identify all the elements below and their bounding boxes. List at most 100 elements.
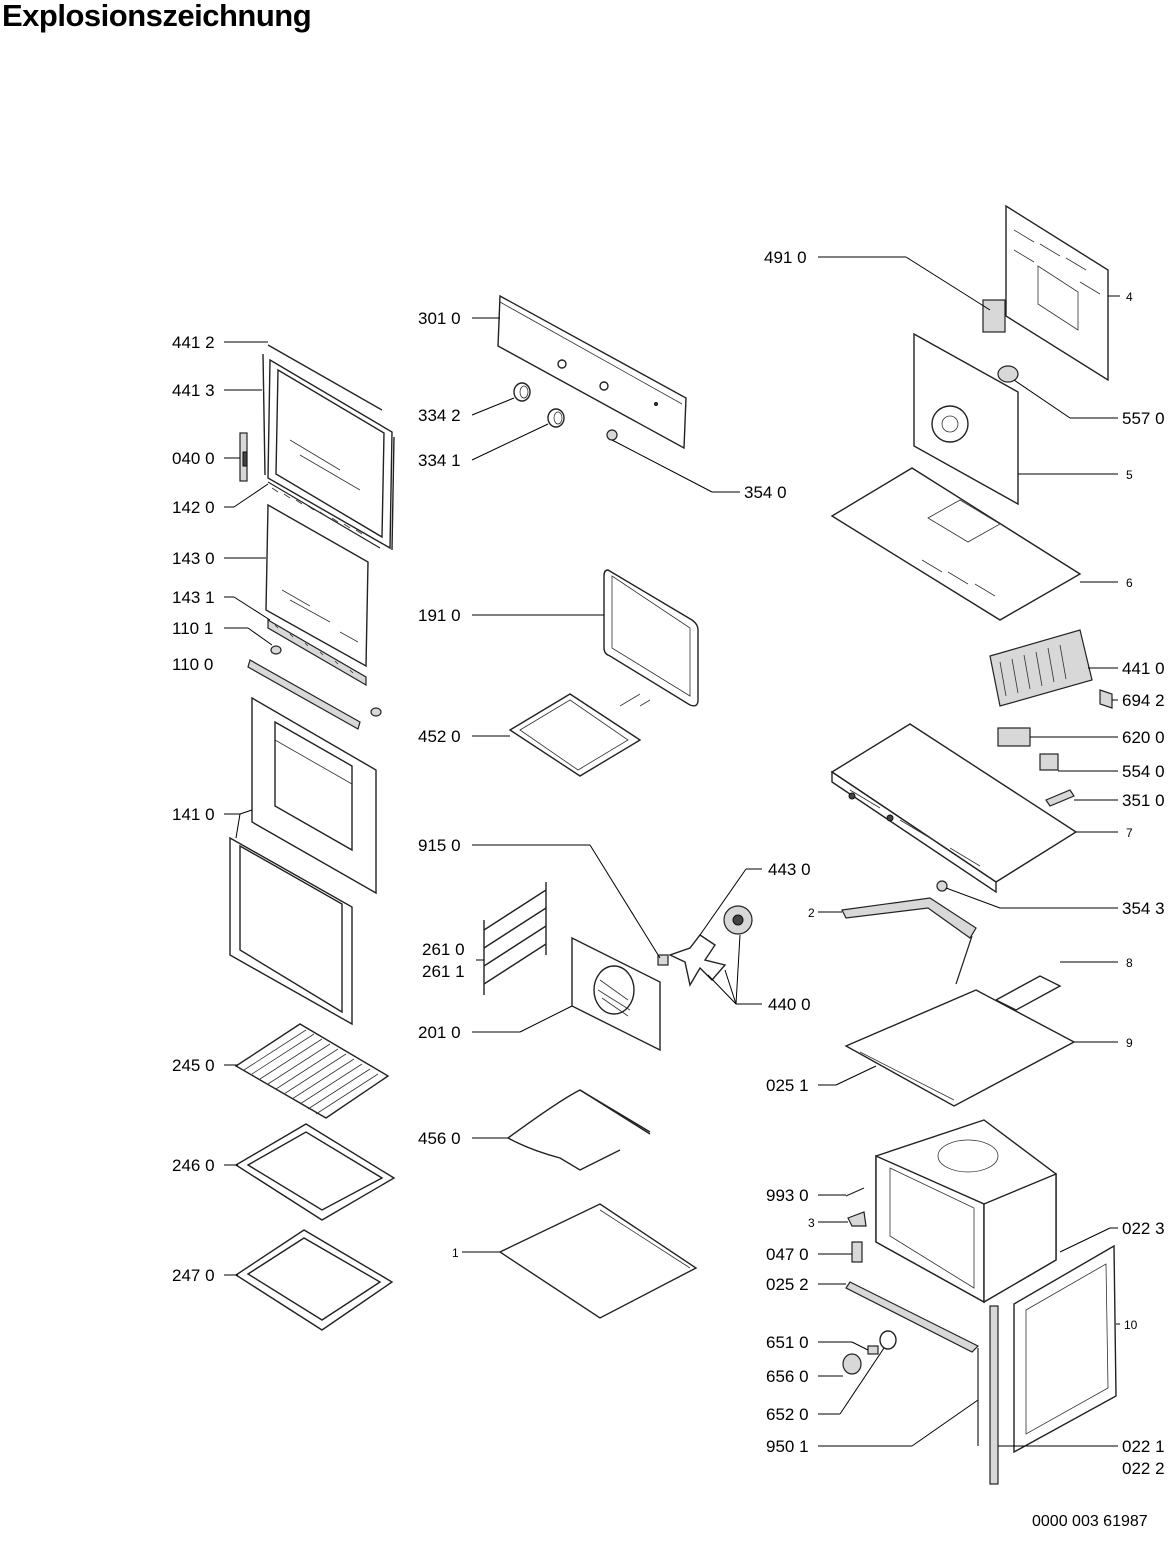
outer-door-glass: [229, 696, 377, 1026]
label-441-2: 441 2: [172, 333, 215, 352]
oven-cavity: [875, 1119, 1057, 1304]
label-452-0: 452 0: [418, 727, 461, 746]
label-246-0: 246 0: [172, 1156, 215, 1175]
door-handle-bar: [247, 659, 361, 730]
bottom-rail: [845, 1281, 980, 1353]
label-1: 1: [452, 1246, 459, 1260]
label-9: 9: [1126, 1036, 1133, 1050]
label-652-0: 652 0: [766, 1405, 809, 1424]
right-parts: [830, 204, 1117, 1485]
label-261-1: 261 1: [422, 962, 465, 981]
oven-knob: [842, 1353, 862, 1375]
label-143-1: 143 1: [172, 588, 215, 607]
control-panel: [497, 294, 687, 450]
fan-nut: [657, 954, 669, 966]
top-cover: [830, 467, 1082, 621]
label-6: 6: [1126, 576, 1133, 590]
leader-lines-right: [818, 256, 1120, 1447]
label-191-0: 191 0: [418, 606, 461, 625]
side-rail: [841, 897, 977, 939]
label-10: 10: [1124, 1318, 1138, 1332]
lamp-holder: [1039, 753, 1059, 771]
upper-heating-element: [508, 693, 651, 777]
label-5: 5: [1126, 468, 1133, 482]
fan-wheel: [668, 934, 727, 987]
label-022-3: 022 3: [1122, 1219, 1165, 1238]
label-993-0: 993 0: [766, 1186, 809, 1205]
fan-motor: [723, 905, 753, 935]
leader-lines-middle: [462, 317, 762, 1253]
label-554-0: 554 0: [1122, 762, 1165, 781]
base-plate: [844, 989, 1076, 1107]
knob-bezel: [879, 1330, 897, 1350]
label-143-0: 143 0: [172, 549, 215, 568]
door-top-trim: [267, 344, 383, 411]
door-switch: [851, 1241, 863, 1263]
label-441-0: 441 0: [1122, 659, 1165, 678]
label-651-0: 651 0: [766, 1333, 809, 1352]
bottom-cover-plate: [498, 1203, 698, 1319]
label-441-3: 441 3: [172, 381, 215, 400]
knob-ring-upper: [513, 382, 531, 402]
baking-tray: [234, 1123, 396, 1221]
clip: [847, 1211, 867, 1227]
lower-heating-element: [507, 1089, 651, 1171]
label-110-1: 110 1: [172, 619, 213, 638]
label-440-0: 440 0: [768, 995, 811, 1014]
rear-cover: [1005, 204, 1109, 382]
control-housing: [830, 723, 1078, 894]
side-racks: [483, 882, 547, 995]
knob-spindle: [867, 1345, 879, 1355]
label-040-0: 040 0: [172, 449, 215, 468]
label-247-0: 247 0: [172, 1266, 215, 1285]
label-656-0: 656 0: [766, 1367, 809, 1386]
glass-holder: [267, 618, 367, 687]
inner-door-frame: [267, 358, 395, 551]
front-frame: [1013, 1244, 1117, 1454]
label-2: 2: [808, 906, 815, 920]
leader-lines-left: [224, 341, 273, 1276]
label-201-0: 201 0: [418, 1023, 461, 1042]
door-assembly: [229, 344, 396, 1331]
deep-tray: [234, 1229, 394, 1331]
label-261-0: 261 0: [422, 940, 465, 959]
rear-wall: [913, 332, 1019, 506]
label-301-0: 301 0: [418, 309, 461, 328]
label-245-0: 245 0: [172, 1056, 215, 1075]
cover-plate: [994, 975, 1062, 1011]
label-443-0: 443 0: [768, 860, 811, 879]
label-694-2: 694 2: [1122, 691, 1165, 710]
label-047-0: 047 0: [766, 1245, 809, 1264]
document-number: 0000 003 61987: [1032, 1513, 1148, 1530]
thermostat: [997, 365, 1019, 383]
label-022-1: 022 1: [1122, 1437, 1165, 1456]
door-hinge: [239, 432, 248, 482]
label-950-1: 950 1: [766, 1437, 809, 1456]
label-142-0: 142 0: [172, 498, 215, 517]
label-334-1: 334 1: [418, 451, 461, 470]
label-8: 8: [1126, 956, 1133, 970]
label-557-0: 557 0: [1122, 409, 1165, 428]
label-110-0: 110 0: [172, 655, 213, 674]
label-620-0: 620 0: [1122, 728, 1165, 747]
relay: [982, 299, 1006, 333]
glass-pane: [265, 503, 369, 668]
screw: [845, 1187, 865, 1197]
label-025-2: 025 2: [766, 1275, 809, 1294]
side-strip: [989, 1305, 999, 1485]
temperature-sensor: [1045, 789, 1075, 807]
wire-rack: [234, 1023, 390, 1119]
label-022-2: 022 2: [1122, 1459, 1165, 1478]
label-354-3: 354 3: [1122, 899, 1165, 918]
label-456-0: 456 0: [418, 1129, 461, 1148]
label-354-0: 354 0: [744, 483, 787, 502]
label-334-2: 334 2: [418, 406, 461, 425]
label-4: 4: [1126, 290, 1133, 304]
oven-seal: [603, 569, 699, 707]
connector: [1099, 689, 1113, 709]
label-7: 7: [1126, 826, 1133, 840]
label-915-0: 915 0: [418, 836, 461, 855]
control-knob: [936, 880, 948, 892]
page-title: Explosionszeichnung: [2, 0, 312, 33]
